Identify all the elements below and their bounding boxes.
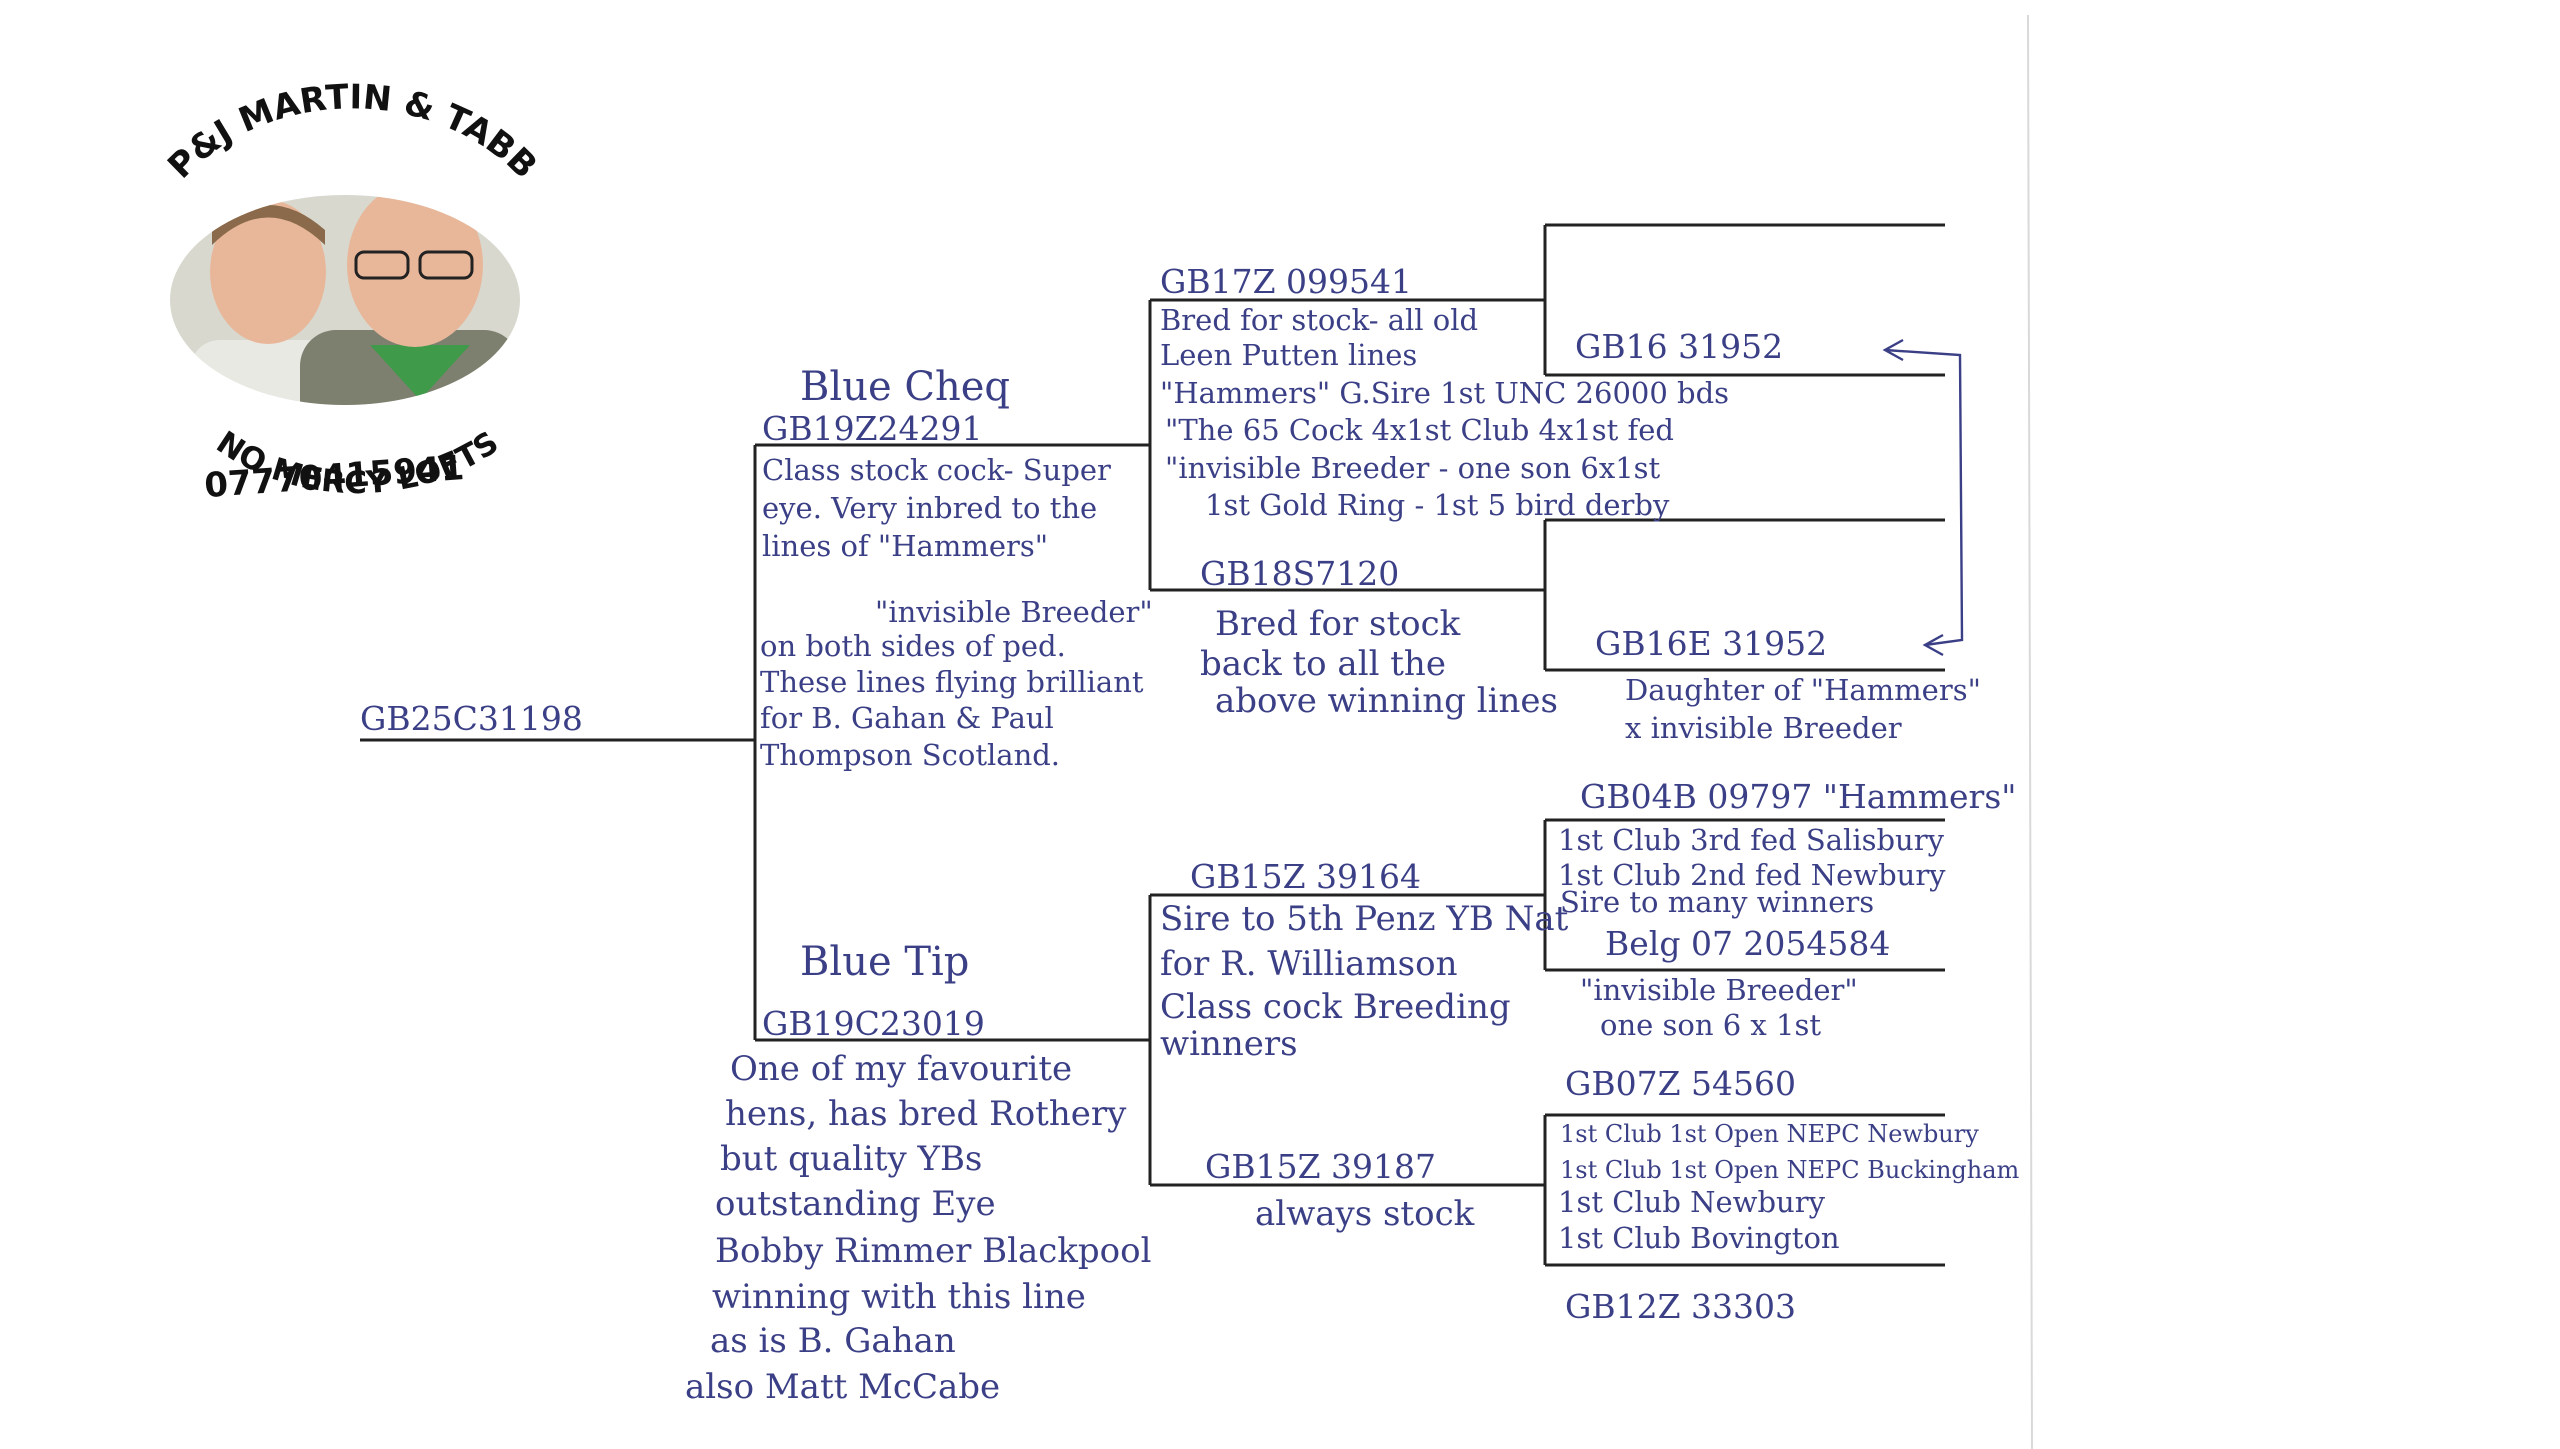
ss-notes: Bred for stock- all old Leen Putten line…	[1160, 303, 1729, 522]
sd-note: back to all the	[1200, 644, 1446, 684]
sd-ring: GB18S7120	[1200, 554, 1399, 593]
sire-note: on both sides of ped.	[760, 629, 1066, 663]
dam-note: also Matt McCabe	[685, 1367, 1000, 1407]
sire-ring: GB19Z24291	[762, 409, 983, 448]
page-edge-line	[2027, 14, 2033, 1449]
dss-note: Sire to many winners	[1560, 885, 1874, 919]
ss-note: "Hammers" G.Sire 1st UNC 26000 bds	[1160, 376, 1729, 410]
ssd-ring: GB16E 31952	[1595, 624, 1827, 663]
ss-ring: GB17Z 099541	[1160, 262, 1412, 301]
sire-note: "invisible Breeder"	[875, 595, 1153, 629]
dss-note: 1st Club 3rd fed Salisbury	[1558, 823, 1945, 857]
ssd-note: x invisible Breeder	[1625, 711, 1902, 745]
ds-notes: Sire to 5th Penz YB Nat for R. Williamso…	[1160, 899, 1569, 1064]
sss-ring: GB16 31952	[1575, 327, 1783, 366]
dsd-note: "invisible Breeder"	[1580, 973, 1858, 1007]
dam-note: outstanding Eye	[715, 1184, 996, 1224]
ssd-notes: Daughter of "Hammers" x invisible Breede…	[1625, 673, 1981, 745]
dds-note: 1st Club 1st Open NEPC Buckingham	[1560, 1156, 2020, 1184]
dam-note: One of my favourite	[730, 1049, 1072, 1089]
dds-ring: GB07Z 54560	[1565, 1064, 1796, 1103]
ds-note: Sire to 5th Penz YB Nat	[1160, 899, 1569, 939]
dds-note: 1st Club Newbury	[1558, 1185, 1826, 1219]
dss-ring: GB04B 09797 "Hammers"	[1580, 777, 2016, 816]
pedigree-bracket	[360, 223, 1945, 1267]
dd-note: always stock	[1255, 1194, 1475, 1234]
loft-logo: P&J MARTIN & TABB NO MERCY LOFTS 0777041…	[160, 77, 544, 506]
subject-ring: GB25C31198	[360, 699, 583, 738]
dds-note: 1st Club Bovington	[1558, 1221, 1840, 1255]
sire-note: Thompson Scotland.	[760, 738, 1060, 772]
arrow-head-bottom	[1922, 633, 1944, 657]
dd-ring: GB15Z 39187	[1205, 1147, 1436, 1186]
dam-note: winning with this line	[712, 1277, 1086, 1317]
sd-notes: Bred for stock back to all the above win…	[1200, 604, 1558, 721]
dam-name: Blue Tip	[800, 939, 969, 985]
sire-note: lines of "Hammers"	[762, 529, 1048, 563]
dss-notes: 1st Club 3rd fed Salisbury 1st Club 2nd …	[1558, 823, 1946, 919]
link-arrow-path	[1884, 348, 1964, 647]
dds-notes: 1st Club 1st Open NEPC Newbury 1st Club …	[1558, 1120, 2020, 1255]
sire-note: These lines flying brilliant	[760, 665, 1144, 699]
ss-note: "The 65 Cock 4x1st Club 4x1st fed	[1165, 413, 1674, 447]
dam-note: as is B. Gahan	[710, 1321, 956, 1361]
sd-note: Bred for stock	[1215, 604, 1461, 644]
arrow-head-top	[1882, 338, 1904, 362]
sire-note: Class stock cock- Super	[762, 453, 1111, 487]
ds-note: winners	[1160, 1024, 1298, 1064]
dam-note: hens, has bred Rothery	[725, 1094, 1127, 1134]
ds-note: for R. Williamson	[1160, 944, 1458, 984]
dam-notes: One of my favourite hens, has bred Rothe…	[685, 1049, 1152, 1407]
dsd-ring: Belg 07 2054584	[1605, 924, 1890, 963]
sire-note: for B. Gahan & Paul	[760, 701, 1054, 735]
link-arrows	[1882, 338, 1964, 657]
ds-note: Class cock Breeding	[1160, 987, 1511, 1027]
dam-ring: GB19C23019	[762, 1004, 985, 1043]
owners-photo	[170, 195, 520, 405]
ss-note: "invisible Breeder - one son 6x1st	[1165, 451, 1661, 485]
dss-note: 1st Club 2nd fed Newbury	[1558, 858, 1946, 892]
dsd-notes: "invisible Breeder" one son 6 x 1st	[1580, 973, 1858, 1042]
ds-ring: GB15Z 39164	[1190, 857, 1421, 896]
dam-note: but quality YBs	[720, 1139, 982, 1179]
sire-notes: Class stock cock- Super eye. Very inbred…	[760, 453, 1153, 772]
ssd-note: Daughter of "Hammers"	[1625, 673, 1981, 707]
ddd-ring: GB12Z 33303	[1565, 1287, 1796, 1326]
sire-name: Blue Cheq	[800, 364, 1010, 410]
ss-note: 1st Gold Ring - 1st 5 bird derby	[1205, 488, 1670, 522]
sire-note: eye. Very inbred to the	[762, 491, 1097, 525]
dam-note: Bobby Rimmer Blackpool	[715, 1231, 1152, 1271]
dsd-note: one son 6 x 1st	[1600, 1008, 1821, 1042]
logo-top-text: P&J MARTIN & TABB	[160, 77, 544, 186]
ss-note: Leen Putten lines	[1160, 338, 1417, 372]
sd-note: above winning lines	[1215, 681, 1558, 721]
dds-note: 1st Club 1st Open NEPC Newbury	[1560, 1120, 1979, 1148]
ss-note: Bred for stock- all old	[1160, 303, 1478, 337]
